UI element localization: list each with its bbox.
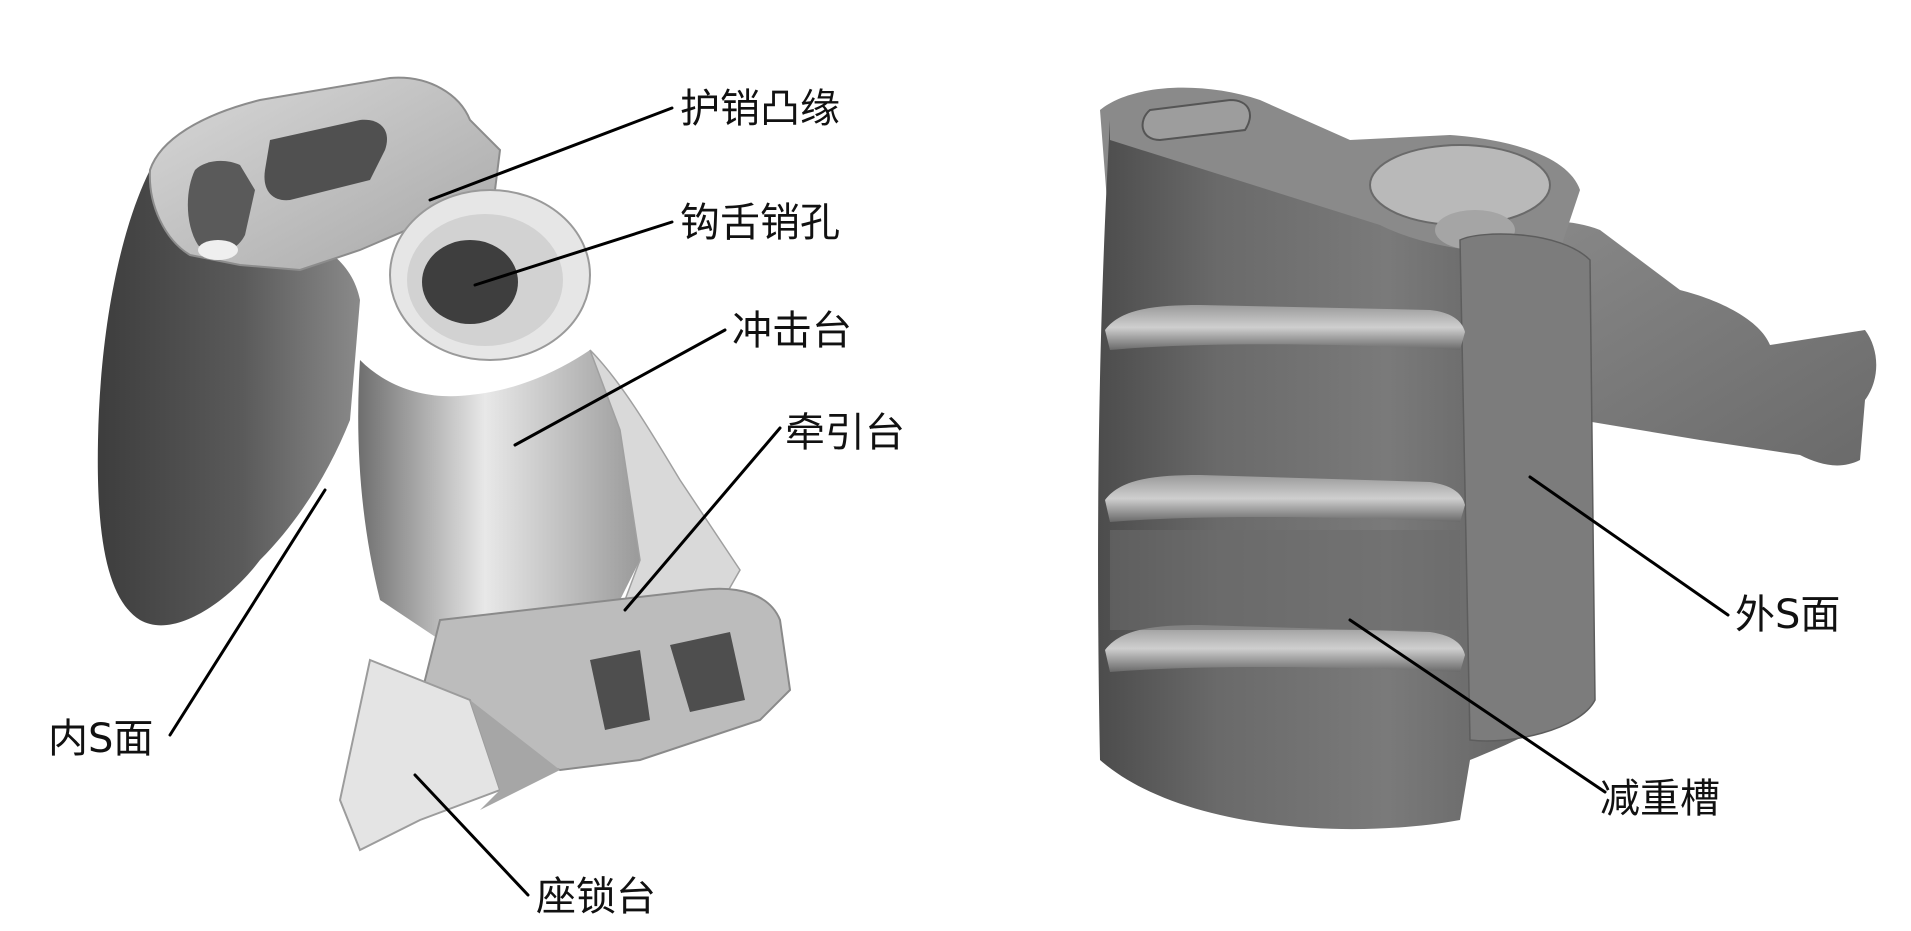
lock-seat-side xyxy=(470,700,560,810)
leader-lock-seat xyxy=(413,773,530,897)
lug-slot-2 xyxy=(670,632,745,712)
leader-outer-s-face xyxy=(1528,475,1730,617)
knuckle-pin-hole xyxy=(422,240,518,324)
leader-lightening-groove xyxy=(1348,618,1607,794)
label-inner-s-face: 内S面 xyxy=(48,716,153,762)
leader-pulling-shoulder xyxy=(623,426,782,612)
left-casting-view xyxy=(97,76,792,852)
flange-small-hole xyxy=(198,240,238,260)
lug-slot-1 xyxy=(590,650,650,730)
leader-knuckle-pin-hole xyxy=(473,220,674,287)
leader-buffing-shoulder xyxy=(513,328,727,447)
buffing-shoulder-surface xyxy=(358,350,640,640)
label-lock-seat: 座锁台 xyxy=(536,874,656,920)
label-lightening-groove: 减重槽 xyxy=(1600,776,1720,822)
label-knuckle-pin-hole: 钩舌销孔 xyxy=(680,200,840,246)
rib-3 xyxy=(1105,625,1465,672)
lightening-groove-band xyxy=(1110,530,1460,630)
label-outer-s-face: 外S面 xyxy=(1735,592,1840,638)
inner-s-surface xyxy=(97,170,361,626)
flange-window-2 xyxy=(187,160,255,253)
top-window xyxy=(1141,98,1251,142)
right-casting-view xyxy=(1098,87,1877,830)
rib-2 xyxy=(1105,475,1465,522)
flange-window-1 xyxy=(264,119,388,201)
leader-inner-s-face xyxy=(168,488,327,737)
outer-column xyxy=(1459,233,1596,742)
callout-labels: 护销凸缘 钩舌销孔 冲击台 牵引台 内S面 座锁台 外S面 减重槽 xyxy=(48,86,1840,920)
label-pin-guard-flange: 护销凸缘 xyxy=(680,86,840,132)
rib-1 xyxy=(1105,305,1465,350)
leader-pin-guard-flange xyxy=(428,106,674,202)
leader-lines xyxy=(168,106,1730,897)
label-buffing-shoulder: 冲击台 xyxy=(732,308,852,354)
label-pulling-shoulder: 牵引台 xyxy=(785,410,905,456)
